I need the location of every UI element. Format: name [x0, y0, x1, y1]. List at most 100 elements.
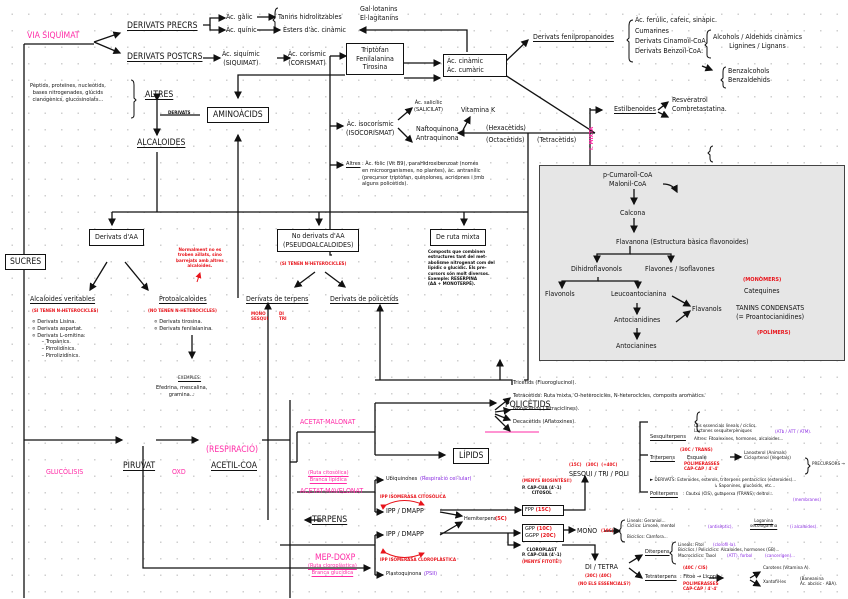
sesquiterpens-items: Olis essencials lineals / cíclics. Lacto… [694, 424, 757, 435]
veritables-list: ∝ Derivats Lisina. ∝ Derivats aspartat. … [32, 319, 86, 359]
ipp-dmapp-plastid: IPP / DMAPP [386, 530, 424, 538]
exemples-label: EXEMPLES: [178, 376, 202, 381]
diterpens-label: Diterpens [645, 549, 670, 555]
tetraterpens-red: (40C / CIS) [683, 566, 708, 571]
carotens: Carotens (Vitamina A). [763, 566, 810, 571]
diterpens-purple-2: (ATT), forbol [727, 554, 753, 559]
tanins-hidrolitzables: Tanins hidrolitzables [278, 13, 342, 21]
fitoe-licope: : Fitoè → Licopè [680, 574, 720, 580]
ggpp-carbons: (20C) [540, 532, 556, 539]
triterpens-derivats-2: ↳ Saponines, glucòsids, etc... [714, 484, 776, 489]
di-tri-note: DI TRI [279, 312, 287, 323]
tetraterpens-red-2: POLIMERASSES CAP-CAP / 4'-4' [683, 582, 719, 593]
chloroplast-red-note: (MENYS FITOTÈ!) [522, 560, 562, 565]
protoalcaloides-red-note: Normalment no es troben aïllats, sino ba… [176, 248, 224, 270]
de-ruta-mixta-text: Composts que combinen estructures tant d… [428, 250, 495, 288]
cinamoil-derivatives: Alcohols / Aldehids cinàmics Lignines / … [713, 33, 803, 50]
acetat-malonat: ACETAT-MALONAT [300, 418, 356, 426]
triterpens-red-bot: POLIMERASSES CAP-CAP / 4'-4' [684, 462, 720, 473]
respiracio-cellular: (Respiració cel·lular) [420, 476, 472, 482]
cumaroil-malonil: p-Cumaroïl-CoA Malonil-CoA [603, 171, 653, 188]
politerpens-items: : Cautxú (CIS), gutaperxa (TRANS), deltr… [683, 492, 774, 497]
octacetids: (Octacètids) [486, 136, 525, 144]
di-tetra: DI / TETRA [585, 563, 618, 571]
mep-note: (Ruta cloroplàstica) Branca glucídica [308, 563, 357, 576]
mep-doxp: MEP-DOXP [315, 553, 356, 563]
estilbenoides-items: Resveratrol Combretastatina. [672, 96, 727, 113]
ggpp-label: GGPP [525, 532, 539, 539]
si-heterocicles-note-2: (SI TENEN N-HETEROCICLES) [32, 309, 99, 314]
flavanona: Flavanona (Estructura bàsica flavonoides… [616, 238, 749, 246]
fenil-item-2: Cumarines [635, 27, 669, 35]
policetids-item-4: Decacètids (Aflatoxines). [513, 419, 576, 425]
ac-isocorismic: Àc. isocorísmic (ISOCORISMAT) [346, 120, 395, 137]
politerpens-purple: (membranes) [793, 498, 821, 503]
catequines: Catequines [744, 287, 780, 295]
respiracio-label: (RESPIRACIÓ) [206, 445, 259, 455]
esquale: Esqualè [687, 455, 707, 461]
sesquiterpens-altres: Altres: Fitoalexines, hormones, alcaloid… [694, 437, 784, 442]
derivats-postcrs: DERIVATS POSTCRS [127, 52, 203, 62]
derivats-terpens: Derivats de terpens [246, 295, 309, 303]
triterpens-label: Triterpens [650, 455, 675, 461]
fpp-label: FPP [525, 507, 534, 513]
diterpens-items: Lineals: Fitol Bicíclics / Policíclics: … [678, 543, 780, 559]
altres-derivats-list: Pèptids, proteïnes, nucleòtids, bases ni… [30, 83, 106, 103]
glucolisis-label: GLUCÒLISIS [46, 468, 84, 476]
tanins-condensats: TANINS CONDENSATS (= Proantocianidines) [736, 304, 805, 321]
gal-lotanins: Gal·lotanins [360, 5, 398, 13]
mono-sesqui-note: MONO SESQUI [251, 312, 269, 323]
vitamina-k: Vitamina K [461, 106, 496, 114]
loganina: Loganina secologanina [750, 519, 778, 530]
antocianidines: Antocianidines [614, 316, 661, 324]
alcaloides-veritables: Alcaloides veritables [30, 295, 96, 303]
sesqui-carbons: (15C) (30C) (+40C) [569, 463, 618, 468]
lipids-box: LÍPIDS [453, 448, 490, 464]
altres-label: Altres [346, 161, 361, 167]
policetids-title: POLICÈTIDS [505, 400, 551, 410]
mevalonat-note: (Ruta citosòlica) Branca lipídica [308, 470, 349, 483]
derivats-policetids: Derivats de policètids [330, 295, 399, 303]
triterpens-items: Lanosterol (Animals) Cicloartenol (Veget… [744, 451, 791, 462]
calcona: Calcona [620, 209, 646, 217]
ipp-isomerasa-cloroplastica: IPP ISOMERASA CLOROPLÀSTICA [380, 558, 457, 563]
flavones-isoflavones: Flavones / Isoflavones [645, 265, 715, 273]
cytosol-red-note: (MENYS BIOSINTÈSI!) [522, 479, 572, 484]
via-siquimat-label: VIA SIQUIMAT [27, 31, 80, 41]
tetracetids: (Tetracètids) [537, 136, 577, 144]
exemples-list: Efedrina, mescalina, gramina... [156, 385, 208, 398]
terpens-label: TERPENS [312, 515, 348, 525]
protoalcaloides: Protoalcaloides [159, 295, 207, 303]
precursors-label: PRECURSORS → [812, 462, 845, 467]
flavonols: Flavonols [545, 290, 575, 298]
ac-siquimic: Àc. siquímic (SIQUIMAT) [222, 50, 260, 67]
antocianines: Antocianines [616, 342, 657, 350]
cinamic-box: Àc. cinàmic Àc. cumàric [443, 54, 507, 77]
fenil-item-1: Àc. ferúlic, cafeic, sinàpic. [635, 16, 717, 24]
triterpens-red-top: (30C / TRANS) [680, 448, 713, 453]
triterpens-derivats: ► DERIVATS: Esteroides, esterols, triter… [650, 478, 797, 483]
hemiterpens-carbons: (5C) [495, 516, 507, 522]
gpp-ggpp-box: GPP (10C)GGPP (20C) [522, 524, 564, 542]
no-heterocicles-note: (NO TENEN N-HETEROCICLES) [148, 309, 217, 314]
sucres-box: SUCRES [5, 254, 47, 270]
diterpens-purple-3: (cancerígen)... [765, 554, 796, 559]
monoterpens-purple-1: (antisèptic), [708, 525, 733, 530]
policetids-item-2: Tetracètids: Ruta mixta, O-heterocicles,… [513, 393, 706, 399]
protoalcaloides-list: ∝ Derivats tirosina. ∝ Derivats fenilala… [154, 319, 213, 332]
si-heterocicles-note-1: (SI TENEN N-HETEROCICLES) [280, 262, 347, 267]
ac-corismic: Àc. corísmic (CORISMAT) [288, 50, 326, 67]
hexacetids: (Hexacètids) [486, 124, 526, 132]
ubiquinones: Ubiquinones [386, 476, 418, 482]
flavanols: Flavanols [692, 305, 722, 313]
no-derivats-aa-box: No derivats d'AA (PSEUDOALCALOIDES) [277, 229, 360, 252]
diterpens-purple-1: (clorofil·la). [713, 543, 737, 548]
fpp-carbons: (15C) [535, 507, 551, 513]
fenil-item-3: Derivats Cinamoïl-CoA: [635, 37, 708, 45]
di-tetra-carbons: (20C) (40C) [585, 574, 612, 579]
derivats-small-label: DERIVATS [168, 111, 191, 116]
ac-quinic: Àc. quínic [226, 26, 257, 34]
gpp-label: GPP [525, 526, 535, 532]
